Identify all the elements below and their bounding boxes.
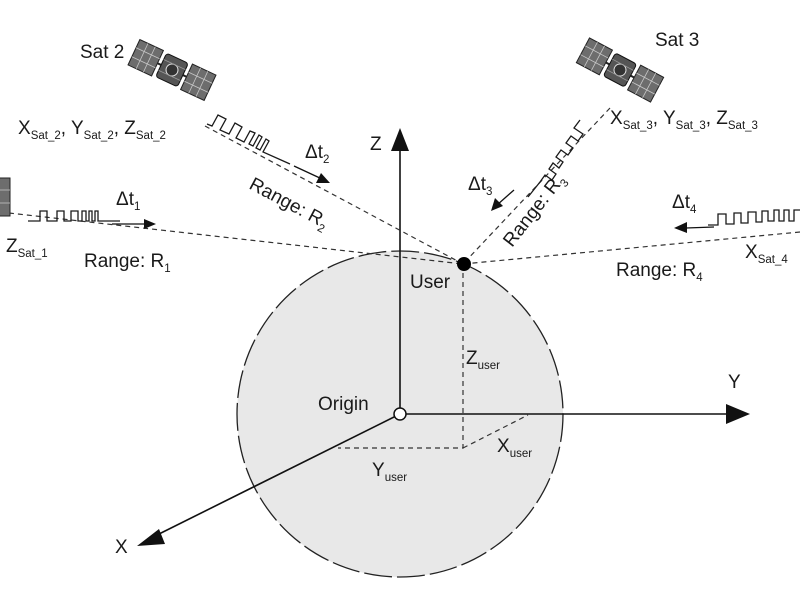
z-user-label: Zuser xyxy=(466,348,500,372)
x-axis xyxy=(154,413,401,537)
dt1-label: Δt1 xyxy=(116,189,140,213)
origin-label: Origin xyxy=(318,394,369,415)
dt3-arrowhead xyxy=(491,198,503,211)
dt4-arrow-line xyxy=(685,226,715,229)
range-1-label: Range: R1 xyxy=(84,251,171,275)
satellite-3-icon xyxy=(575,37,665,103)
sat3-coordinates: XSat_3, YSat_3, ZSat_3 xyxy=(610,108,758,132)
y-user-label: Yuser xyxy=(372,460,407,484)
range-line-4 xyxy=(462,231,800,265)
z-axis-label: Z xyxy=(370,134,382,155)
origin-point xyxy=(393,407,407,421)
range-4-label: Range: R4 xyxy=(616,260,703,284)
dt4-label: Δt4 xyxy=(672,192,697,216)
range-line-2 xyxy=(204,125,464,265)
sat4-x-label: XSat_4 xyxy=(745,242,788,266)
satellite-2-icon xyxy=(127,38,217,102)
y-axis-label: Y xyxy=(728,372,741,393)
satellite-1-icon xyxy=(0,177,11,217)
dt2-arrowhead xyxy=(316,173,330,183)
signal-pulse-2 xyxy=(206,114,291,165)
user-label: User xyxy=(410,272,451,293)
sat2-label: Sat 2 xyxy=(80,42,124,63)
x-axis-arrowhead xyxy=(137,529,165,546)
z-axis-arrowhead xyxy=(391,128,409,151)
signal-pulse-1 xyxy=(28,210,120,222)
signal-pulse-4 xyxy=(708,209,800,226)
range-line-1 xyxy=(0,211,464,265)
range-2-label: Range: R2 xyxy=(244,174,332,236)
x-user-label: Xuser xyxy=(497,436,532,460)
dt4-arrowhead xyxy=(674,222,687,233)
dt2-label: Δt2 xyxy=(305,142,329,166)
dt2-arrow-line xyxy=(293,165,323,180)
sat1-z-label: ZSat_1 xyxy=(6,236,48,260)
y-axis-arrowhead xyxy=(726,404,750,424)
x-user-projection xyxy=(462,414,529,449)
range-3-label: Range: R3 xyxy=(499,170,571,253)
sat2-coordinates: XSat_2, YSat_2, ZSat_2 xyxy=(18,118,166,142)
user-point xyxy=(457,257,471,271)
dt3-label: Δt3 xyxy=(468,174,492,198)
signal-pulse-3 xyxy=(527,119,584,198)
sat3-label: Sat 3 xyxy=(655,30,699,51)
dt3-arrow-line xyxy=(496,189,515,206)
x-axis-label: X xyxy=(115,537,128,558)
dt1-arrowhead xyxy=(144,219,156,229)
